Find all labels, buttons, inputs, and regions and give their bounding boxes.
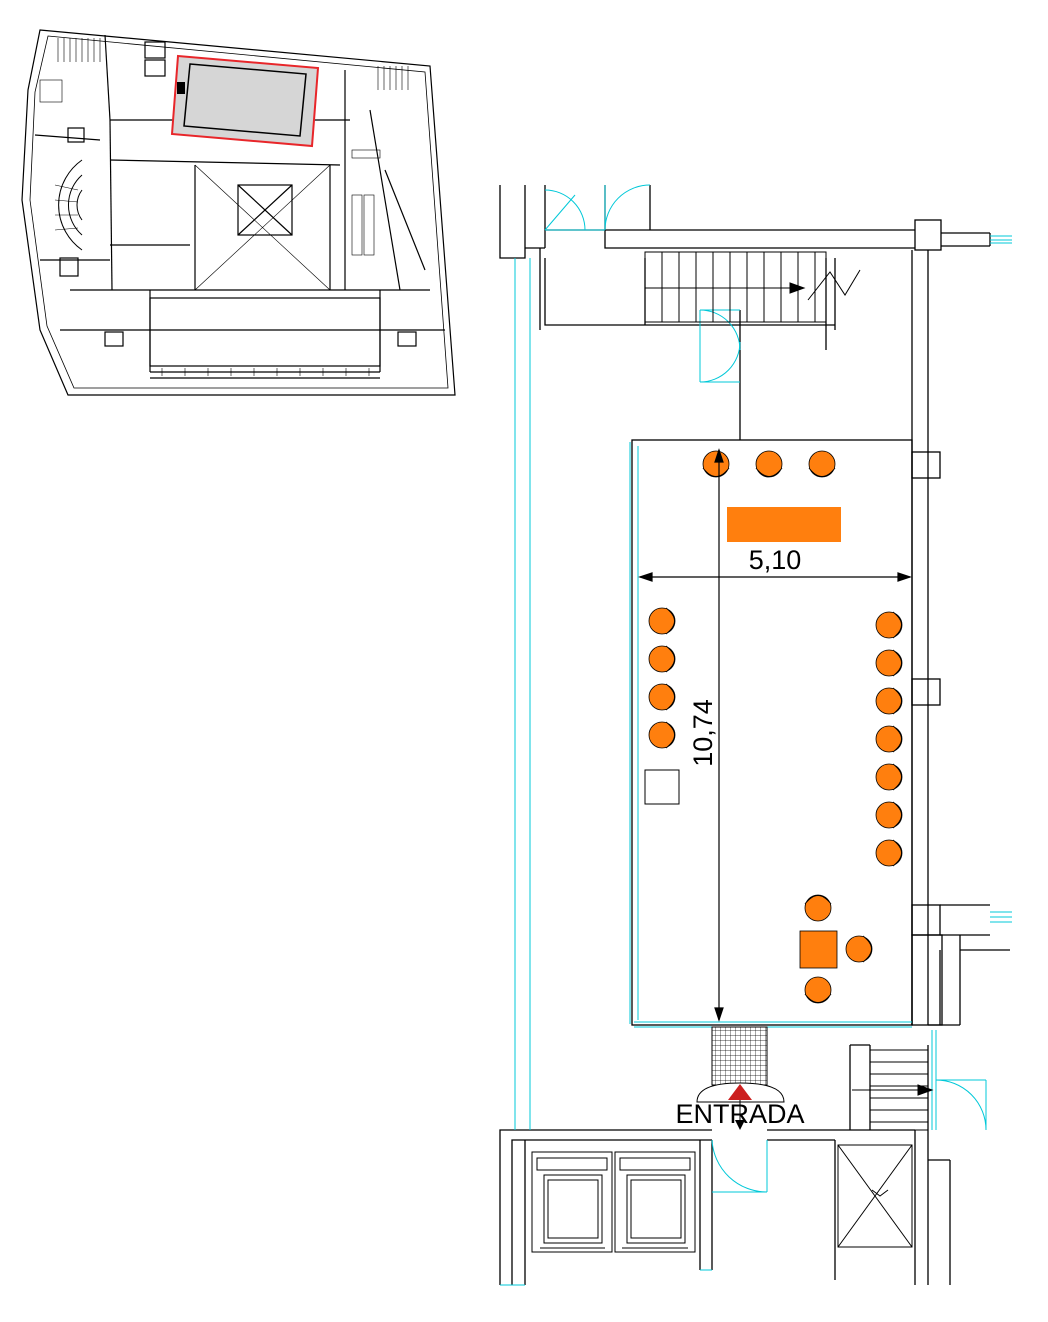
shaft bbox=[837, 1144, 913, 1248]
furniture bbox=[648, 450, 903, 1004]
small-table bbox=[799, 930, 838, 969]
chair-right-column bbox=[875, 839, 903, 867]
dimension-length bbox=[714, 448, 724, 1022]
elevators bbox=[531, 1151, 696, 1253]
key-plan-highlight bbox=[170, 54, 320, 148]
entrance-mat bbox=[711, 1026, 768, 1086]
dimension-width bbox=[638, 572, 912, 582]
key-plan bbox=[21, 29, 456, 396]
entrance-arrow bbox=[728, 1084, 752, 1100]
chair-right-column bbox=[875, 725, 903, 753]
width-dimension-label: 5,10 bbox=[749, 545, 802, 575]
chair-top-row bbox=[808, 450, 836, 478]
chair-right-column bbox=[875, 763, 903, 791]
stairs-upper bbox=[644, 251, 861, 323]
head-table bbox=[727, 507, 841, 542]
chair-top-row bbox=[755, 450, 783, 478]
glazing bbox=[500, 184, 1012, 1286]
chair-right-column bbox=[875, 611, 903, 639]
entrance-label: ENTRADA bbox=[675, 1099, 804, 1129]
chair-left-column bbox=[648, 683, 676, 711]
stairs-lower bbox=[852, 1049, 934, 1131]
chair-right-column bbox=[875, 801, 903, 829]
chair-small-table bbox=[804, 894, 832, 922]
chair-left-column bbox=[648, 721, 676, 749]
chair-right-column bbox=[875, 687, 903, 715]
cabinet bbox=[644, 769, 680, 805]
length-dimension-label: 10,74 bbox=[688, 699, 718, 767]
chair-small-table bbox=[804, 976, 832, 1004]
chair-left-column bbox=[648, 607, 676, 635]
chair-small-table bbox=[845, 935, 873, 963]
chair-left-column bbox=[648, 645, 676, 673]
chair-top-row bbox=[702, 450, 730, 478]
chair-right-column bbox=[875, 649, 903, 677]
